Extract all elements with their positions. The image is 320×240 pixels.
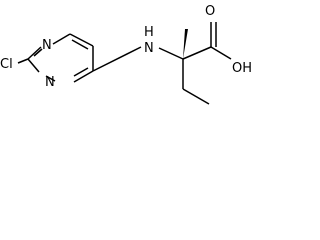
atom-nh-n: N [144, 41, 154, 56]
atom-nh-h: H [144, 25, 154, 40]
bond-c4-n3 [73, 70, 94, 83]
bond-c2-n1-outer [27, 46, 42, 60]
atom-labels: Cl N N H N O OH [0, 4, 252, 90]
bond-n1-c6 [52, 33, 71, 45]
bond-c6-c5-inner [71, 39, 89, 50]
atom-n-ring-bottom: N [45, 75, 55, 90]
bond-cl-c2 [17, 58, 29, 64]
atom-o-carbonyl: O [205, 4, 215, 19]
chemical-structure-drawing: Cl N N H N O OH [0, 4, 252, 105]
atom-n-ring-top: N [42, 38, 52, 53]
atom-oh: OH [232, 61, 252, 76]
bond-c6-c5 [69, 33, 94, 47]
bond-c-oh [210, 46, 232, 60]
bond-ch2-ch3 [182, 88, 210, 105]
bond-c4-nh [92, 46, 142, 72]
bond-c2-n3 [27, 58, 40, 73]
atom-cl: Cl [0, 57, 13, 72]
bond-nh-calpha [158, 47, 184, 60]
bond-calpha-cooh [182, 46, 212, 60]
bonds [17, 22, 232, 105]
bond-c2-n1-inner [33, 48, 43, 57]
wedge-methyl [183, 29, 188, 59]
bond-c4-n3-inner [73, 67, 89, 77]
bond-n3-n-bottom [45, 75, 56, 82]
